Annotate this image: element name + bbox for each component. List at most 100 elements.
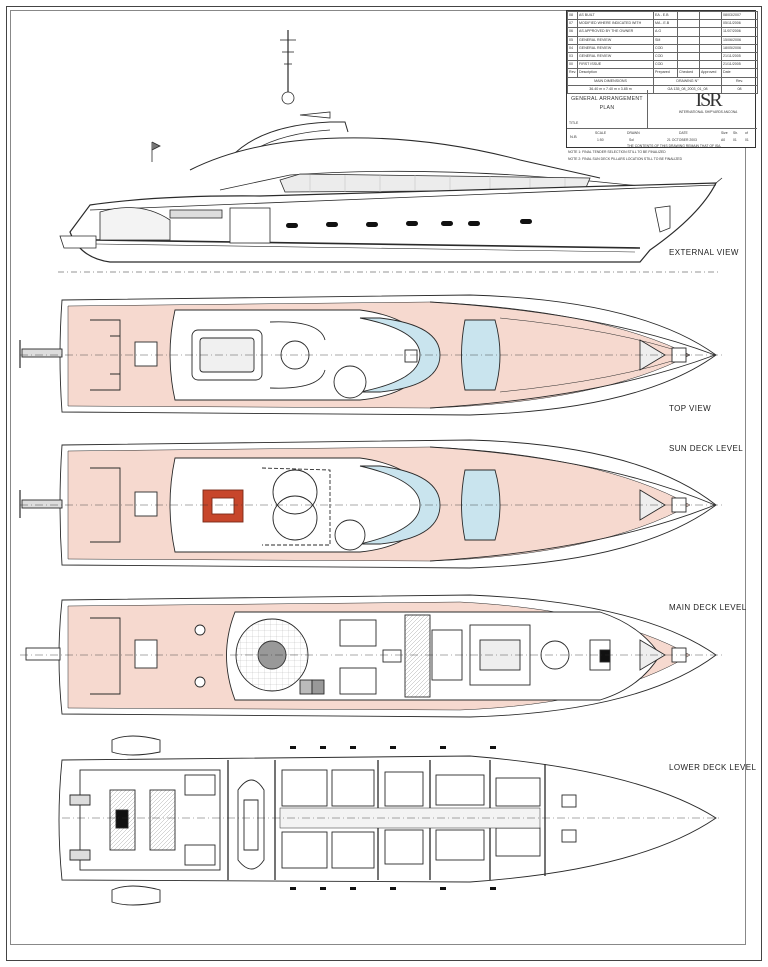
top-view-label: TOP VIEW: [669, 404, 712, 413]
rev-prepared: A.G: [653, 27, 678, 37]
rev-prepared: COD: [653, 51, 678, 62]
rev-date: 21/11/2005: [721, 60, 758, 70]
revision-row: 08 AS BUILT EA - E.B 08/03/2007: [567, 10, 758, 21]
description-header: Description: [577, 68, 654, 78]
prepared-header: Prepared: [653, 68, 678, 78]
title-block-bottom-row: N.B SCALE 1:50 DRAWN Sol DATE 21 OCTOBER…: [567, 128, 757, 149]
rev-date: 11/07/2006: [721, 27, 758, 37]
logo-mark: ISR: [695, 89, 722, 111]
revision-header-row: Rev. Description Prepared Checked Approv…: [567, 68, 758, 78]
rev-checked: [677, 43, 700, 53]
rev-prepared: MA - E.B: [653, 19, 678, 29]
date-value: 21 OCTOBER 2003: [667, 138, 697, 142]
rev-number: 07: [567, 19, 578, 29]
external-view-profile: [58, 30, 723, 273]
rev-checked: [677, 10, 700, 21]
drawing-title-line1: GENERAL ARRANGEMENT: [571, 96, 643, 102]
rev-description: FIRST ISSUE: [577, 60, 654, 70]
drawing-sheet-border: [6, 6, 762, 961]
sheet-value: 01: [733, 138, 737, 142]
rev-checked: [677, 60, 700, 70]
rev-approved: [699, 10, 722, 21]
rev-date: 05/11/2006: [721, 19, 758, 29]
date-header: Date: [721, 68, 758, 78]
revision-table: 08 AS BUILT EA - E.B 08/03/2007 07 MODIF…: [567, 10, 758, 94]
nb-label: N.B: [570, 134, 577, 139]
drawing-title: GENERAL ARRANGEMENT PLAN: [567, 90, 648, 128]
revision-row: 03 GENERAL REVIEW COD 21/11/2005: [567, 51, 758, 62]
main-deck-level-label: MAIN DECK LEVEL: [669, 603, 747, 612]
rev-number: 05: [567, 35, 578, 45]
note-2: NOTE 2: FINAL SUN DECK PILLARS LOCATION …: [568, 157, 683, 161]
rev-prepared: SM: [653, 35, 678, 45]
scale-value: 1:50: [597, 138, 604, 142]
drawn-value: Sol: [629, 138, 634, 142]
rev-label: Rev.: [721, 76, 758, 86]
approved-header: Approved: [699, 68, 722, 78]
external-view-portholes: [286, 219, 532, 228]
rev-date: 18/05/2006: [721, 43, 758, 53]
rev-date: 15/06/2006: [721, 35, 758, 45]
scale-label: SCALE: [595, 131, 607, 135]
rev-prepared: COD: [653, 60, 678, 70]
sheet-label: Sh.: [733, 131, 739, 135]
sun-deck-plan: [19, 439, 722, 569]
rev-approved: [699, 51, 722, 62]
rev-number: 08: [567, 10, 578, 21]
rev-number: 06: [567, 27, 578, 37]
rev-number: 00: [567, 60, 578, 70]
rev-approved: [699, 27, 722, 37]
revision-row: 05 GENERAL REVIEW SM 15/06/2006: [567, 35, 758, 45]
size-label: Size: [721, 131, 728, 135]
rev-approved: [699, 19, 722, 29]
rev-checked: [677, 35, 700, 45]
rev-approved: [699, 60, 722, 70]
rev-description: MODIFIED WHERE INDICATED WITH: [577, 19, 654, 29]
lower-deck-portholes: [290, 746, 496, 890]
title-block: 08 AS BUILT EA - E.B 08/03/2007 07 MODIF…: [566, 10, 758, 149]
dimensions-header-row: MAIN DIMENSIONS DRAWING N° Rev.: [567, 76, 758, 86]
checked-header: Checked: [677, 68, 700, 78]
rev-description: AS BUILT: [577, 10, 654, 21]
rev-checked: [677, 19, 700, 29]
size-value: A0: [721, 138, 726, 142]
date-label: DATE: [679, 131, 688, 135]
rev-value: 08: [721, 84, 758, 94]
top-view-plan: [19, 294, 722, 416]
drawing-number-label: DRAWING N°: [653, 76, 722, 86]
note-1: NOTE 1: FINAL TENDER SELECTION STILL TO …: [568, 150, 666, 154]
revision-row: 04 GENERAL REVIEW COD 18/05/2006: [567, 43, 758, 53]
shipyard-logo: ISR INTERNATIONAL SHIPYARDS ANCONA: [659, 90, 757, 122]
revision-row: 07 MODIFIED WHERE INDICATED WITH MA - E.…: [567, 19, 758, 29]
main-deck-plan: [20, 594, 722, 718]
contents-note: THE CONTENTS OF THIS DRAWING REMAIN THAT…: [627, 144, 722, 148]
rev-description: AS APPROVED BY THE OWNER: [577, 27, 654, 37]
lower-deck-plan: [58, 735, 722, 906]
rev-checked: [677, 51, 700, 62]
revision-row: 00 FIRST ISSUE COD 21/11/2005: [567, 60, 758, 70]
rev-description: GENERAL REVIEW: [577, 35, 654, 45]
rev-date: 21/11/2005: [721, 51, 758, 62]
rev-description: GENERAL REVIEW: [577, 43, 654, 53]
drawn-label: DRAWN: [627, 131, 640, 135]
rev-description: GENERAL REVIEW: [577, 51, 654, 62]
dimensions-value-row: 36.40 m x 7.40 m x 3.85 m GA 135_08_2003…: [567, 84, 758, 94]
drawing-title-line2: PLAN: [599, 105, 615, 111]
main-dimensions-label: MAIN DIMENSIONS: [567, 76, 654, 86]
external-view-label: EXTERNAL VIEW: [669, 248, 739, 257]
rev-approved: [699, 35, 722, 45]
sun-deck-level-label: SUN DECK LEVEL: [669, 444, 744, 453]
lower-deck-level-label: LOWER DECK LEVEL: [669, 763, 757, 772]
rev-prepared: COD: [653, 43, 678, 53]
company-name: INTERNATIONAL SHIPYARDS ANCONA: [678, 110, 738, 114]
of-value: 01: [745, 138, 749, 142]
rev-prepared: EA - E.B: [653, 10, 678, 21]
of-label: of: [745, 131, 748, 135]
rev-number: 04: [567, 43, 578, 53]
rev-date: 08/03/2007: [721, 10, 758, 21]
drawing-inner-border: [10, 10, 746, 945]
rev-approved: [699, 43, 722, 53]
revision-row: 06 AS APPROVED BY THE OWNER A.G 11/07/20…: [567, 27, 758, 37]
title-label: TITLE: [569, 121, 579, 125]
